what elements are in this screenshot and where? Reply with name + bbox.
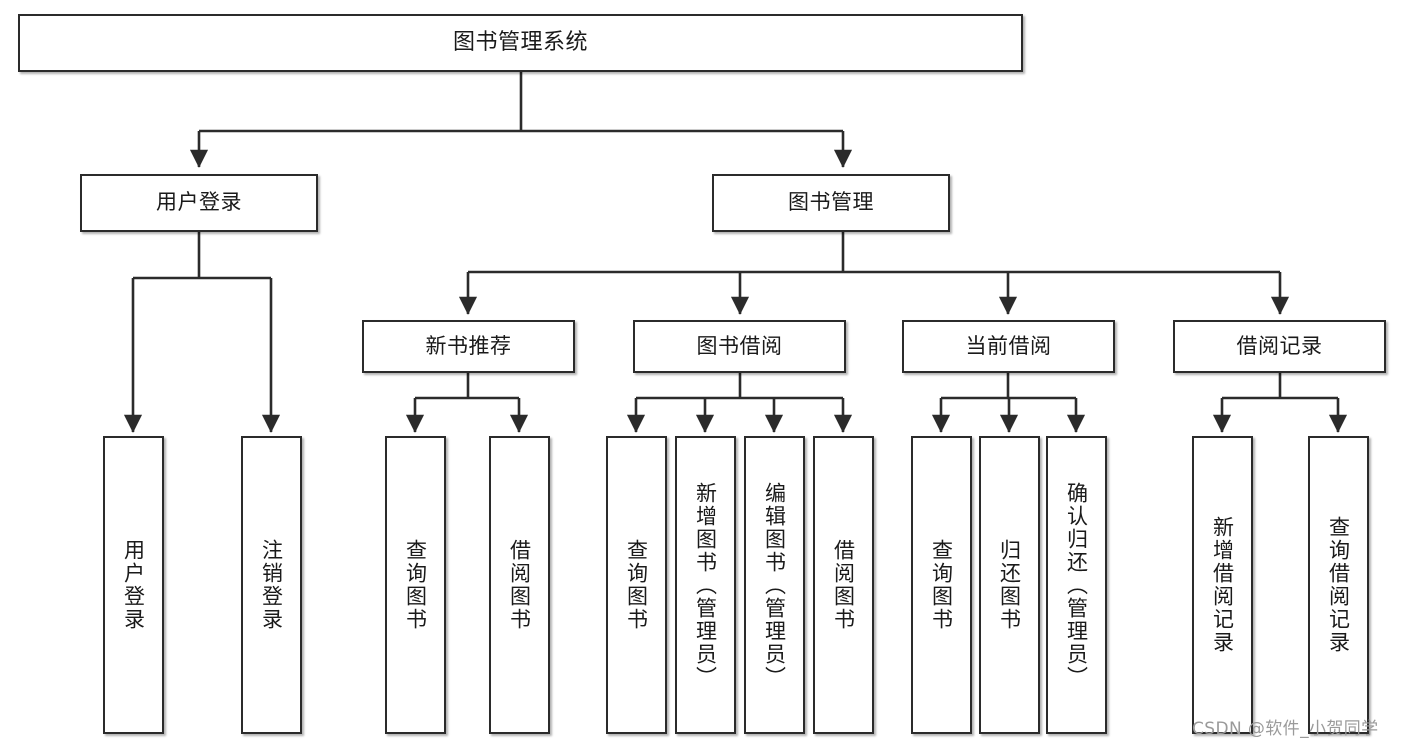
node-book-borrow[interactable]: 图书借阅 [633,320,846,373]
node-leaf-borrow-query[interactable]: 查询图书 [606,436,667,734]
node-current-borrow-label: 当前借阅 [965,333,1052,358]
node-leaf-rec-query[interactable]: 查询图书 [385,436,446,734]
csdn-watermark: CSDN @软件_小贺同学 [1192,719,1379,739]
node-leaf-rec-query-record-label: 查询借阅记录 [1326,516,1351,654]
node-leaf-rec-query-record[interactable]: 查询借阅记录 [1308,436,1369,734]
node-leaf-rec-borrow[interactable]: 借阅图书 [489,436,550,734]
node-user-login-label: 用户登录 [156,190,242,215]
node-leaf-rec-query-label: 查询图书 [403,539,428,631]
node-book-manage-label: 图书管理 [788,190,874,215]
node-book-manage[interactable]: 图书管理 [712,174,950,232]
node-leaf-rec-add[interactable]: 新增借阅记录 [1192,436,1253,734]
node-leaf-borrow-query-label: 查询图书 [624,539,649,631]
node-leaf-user-login[interactable]: 用户登录 [103,436,164,734]
node-leaf-borrow-add-label: 新增图书（管理员） [693,481,718,689]
node-leaf-borrow-lend-label: 借阅图书 [831,539,856,631]
node-leaf-cur-return[interactable]: 归还图书 [979,436,1040,734]
node-new-book-rec-label: 新书推荐 [425,333,512,358]
node-borrow-record-label: 借阅记录 [1236,333,1323,358]
node-leaf-cur-return-label: 归还图书 [997,539,1022,631]
node-leaf-cur-confirm[interactable]: 确认归还（管理员） [1046,436,1107,734]
node-leaf-user-logout-label: 注销登录 [259,539,284,631]
node-leaf-borrow-edit-label: 编辑图书（管理员） [762,481,787,689]
node-user-login[interactable]: 用户登录 [80,174,318,232]
node-leaf-user-login-label: 用户登录 [121,539,146,631]
node-new-book-rec[interactable]: 新书推荐 [362,320,575,373]
node-root-label: 图书管理系统 [452,29,588,55]
node-leaf-rec-add-label: 新增借阅记录 [1210,516,1235,654]
node-leaf-borrow-add[interactable]: 新增图书（管理员） [675,436,736,734]
node-borrow-record[interactable]: 借阅记录 [1173,320,1386,373]
node-leaf-user-logout[interactable]: 注销登录 [241,436,302,734]
node-current-borrow[interactable]: 当前借阅 [902,320,1115,373]
node-book-borrow-label: 图书借阅 [696,333,783,358]
node-leaf-borrow-lend[interactable]: 借阅图书 [813,436,874,734]
node-leaf-cur-query-label: 查询图书 [929,539,954,631]
node-leaf-cur-query[interactable]: 查询图书 [911,436,972,734]
node-leaf-cur-confirm-label: 确认归还（管理员） [1064,481,1089,689]
node-root[interactable]: 图书管理系统 [18,14,1023,72]
node-leaf-borrow-edit[interactable]: 编辑图书（管理员） [744,436,805,734]
node-leaf-rec-borrow-label: 借阅图书 [507,539,532,631]
